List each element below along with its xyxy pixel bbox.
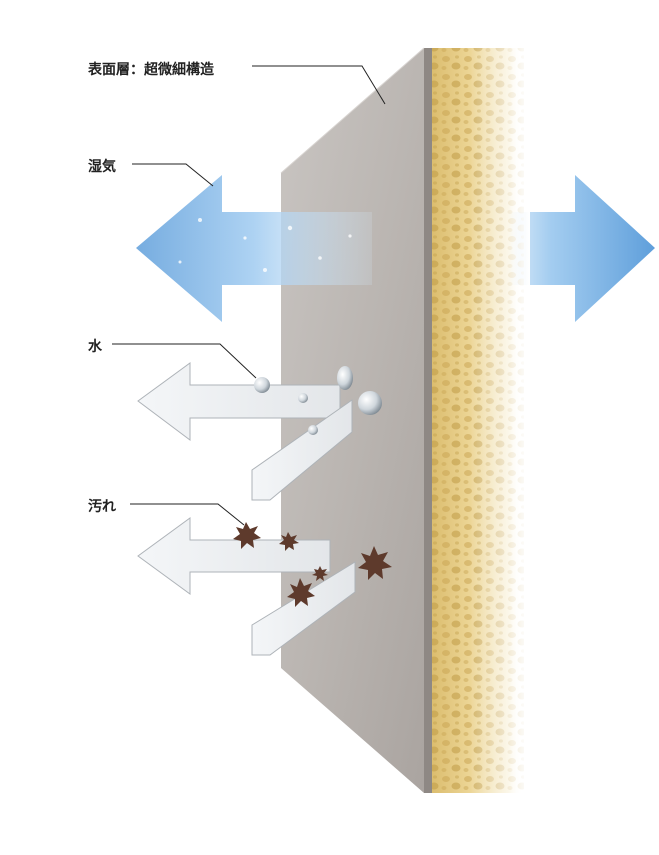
dirt-particle-icon [233,522,392,607]
water-arrow-icon [137,362,353,501]
moisture-arrow-icon [136,175,372,322]
water-leader-line [112,343,257,379]
surface-layer-label: 表面層：超微細構造 [88,62,214,78]
foam-core-layer [424,48,530,793]
surface-leader-line [252,65,386,105]
moisture-label: 湿気 [88,159,116,175]
moisture-leader-line [132,163,214,187]
dirt-label: 汚れ [88,499,116,515]
water-droplet-icon [254,366,382,435]
surface-layer-panel [280,47,432,793]
moisture-arrow-icon [480,175,655,322]
water-label: 水 [88,339,102,355]
leader-lines [112,65,386,526]
dirt-arrow-icon [137,517,356,656]
dirt-leader-line [130,503,245,526]
